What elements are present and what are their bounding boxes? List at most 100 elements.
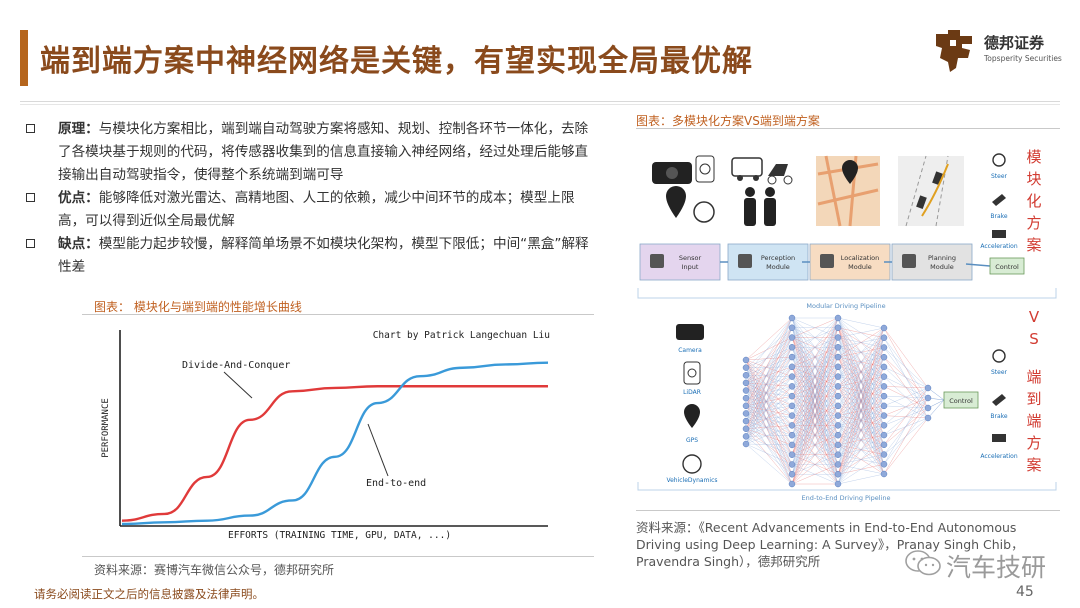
company-logo: 德邦证券 Topsperity Securities	[932, 28, 1062, 74]
left-source-divider	[82, 556, 594, 557]
nn-node	[880, 344, 888, 351]
title-divider	[20, 101, 1060, 102]
performance-chart: Chart by Patrick Langechuan Liu PERFORMA…	[82, 316, 594, 554]
module-icon	[650, 254, 664, 268]
nn-node	[834, 441, 842, 449]
annotation-end-to-end-pointer	[367, 423, 389, 477]
svg-text:V: V	[1029, 308, 1040, 326]
annotation-divide-and-conquer-pointer	[223, 371, 253, 399]
series-line-0	[121, 385, 548, 522]
watermark: 汽车技研	[900, 546, 1060, 582]
bullet-box-icon	[26, 193, 35, 202]
svg-text:模: 模	[1026, 148, 1041, 166]
bullet-label: 原理：	[58, 121, 99, 137]
acceleration-label: Acceleration	[980, 453, 1017, 460]
nn-node	[788, 344, 796, 351]
pipeline-comparison-figure: SensorInputPerceptionModuleLocalizationM…	[636, 134, 1072, 506]
legal-disclaimer: 请务必阅读正文之后的信息披露及法律声明。	[34, 587, 264, 601]
sensor-label-vehicle-dynamics: VehicleDynamics	[666, 477, 717, 484]
nn-node	[880, 383, 888, 390]
nn-node	[834, 383, 842, 390]
bullet-box-icon	[26, 124, 35, 133]
svg-text:案: 案	[1026, 236, 1041, 254]
nn-node	[880, 334, 888, 341]
module-label-line2: Input	[682, 263, 699, 271]
nn-node	[834, 461, 842, 468]
nn-node	[834, 451, 842, 458]
nn-node	[834, 402, 842, 410]
y-axis-label: PERFORMANCE	[101, 398, 111, 458]
svg-text:端: 端	[1026, 412, 1041, 430]
logo-mark-icon	[936, 30, 972, 72]
bullet-text: 能够降低对激光雷达、高精地图、人工的依赖，减少中间环节的成本；模型上限高，可以得…	[58, 190, 575, 229]
nn-node	[880, 373, 888, 380]
acceleration-label: Acceleration	[980, 243, 1017, 250]
nn-node	[924, 404, 932, 412]
nn-node	[788, 470, 796, 478]
nn-node	[834, 363, 842, 371]
bullet-text: 模型能力起步较慢，解释简单场景不如模块化架构，模型下限低；中间“黑盒”解释性差	[58, 236, 589, 275]
modular-pipeline: SensorInputPerceptionModuleLocalizationM…	[637, 153, 1057, 310]
e2e-sensor-icons	[676, 324, 704, 474]
chart-credit: Chart by Patrick Langechuan Liu	[373, 330, 550, 341]
nn-node	[924, 414, 932, 422]
e2e-pipeline-label: End-to-End Driving Pipeline	[802, 494, 891, 502]
nn-node	[880, 412, 888, 419]
svg-text:化: 化	[1026, 192, 1041, 210]
nn-node	[834, 334, 842, 341]
page-title: 端到端方案中神经网络是关键，有望实现全局最优解	[40, 44, 753, 79]
module-label: Planning	[928, 254, 956, 262]
wechat-icon	[905, 550, 941, 576]
nn-node	[742, 433, 750, 440]
perception-icons	[731, 157, 793, 226]
steer-label: Steer	[991, 369, 1008, 376]
bullet-label: 缺点：	[58, 236, 99, 252]
nn-node	[880, 451, 888, 458]
bullet-label: 优点：	[58, 190, 99, 206]
nn-node	[834, 324, 842, 332]
svg-text:案: 案	[1026, 456, 1041, 474]
nn-node	[742, 356, 750, 364]
right-caption-divider	[636, 128, 1060, 129]
nn-node	[924, 394, 932, 402]
nn-node	[742, 440, 750, 448]
pipeline-arrow	[965, 263, 991, 267]
side-label-e2e: 端到端方案	[1026, 368, 1041, 474]
nn-node	[742, 402, 750, 410]
nn-node	[788, 383, 796, 390]
nn-node	[834, 344, 842, 351]
left-caption-divider	[82, 314, 594, 315]
modular-pipeline-bracket	[637, 288, 1057, 299]
bullet-disadvantages: 缺点：模型能力起步较慢，解释简单场景不如模块化架构，模型下限低；中间“黑盒”解释…	[26, 233, 598, 279]
planning-road	[898, 155, 964, 227]
control-box-top	[989, 257, 1025, 275]
nn-node	[880, 431, 888, 439]
side-label-vs: VS	[1029, 308, 1040, 348]
nn-node	[788, 422, 796, 429]
annotation-end-to-end: End-to-end	[366, 478, 426, 489]
nn-node	[834, 412, 842, 419]
nn-node	[788, 324, 796, 332]
sensor-label-lidar: LiDAR	[683, 389, 701, 396]
svg-text:方: 方	[1026, 214, 1041, 232]
nn-node	[742, 387, 750, 394]
sensor-label-gps: GPS	[686, 437, 698, 444]
nn-node	[924, 384, 932, 392]
nn-node	[788, 314, 796, 322]
bullet-box-icon	[26, 239, 35, 248]
e2e-pipeline-bracket	[637, 482, 1057, 491]
brake-label: Brake	[990, 413, 1008, 420]
nn-node	[880, 324, 888, 332]
module-label-line2: Module	[930, 263, 954, 271]
nn-node	[788, 402, 796, 410]
localization-map	[816, 155, 880, 227]
nn-node	[788, 363, 796, 371]
nn-node	[788, 451, 796, 458]
control-outputs-bottom: Steer Brake Acceleration	[980, 349, 1018, 460]
nn-node	[880, 441, 888, 449]
module-label: Perception	[761, 254, 795, 262]
end-to-end-pipeline: Camera LiDAR GPS VehicleDynamics Control…	[637, 314, 1057, 502]
